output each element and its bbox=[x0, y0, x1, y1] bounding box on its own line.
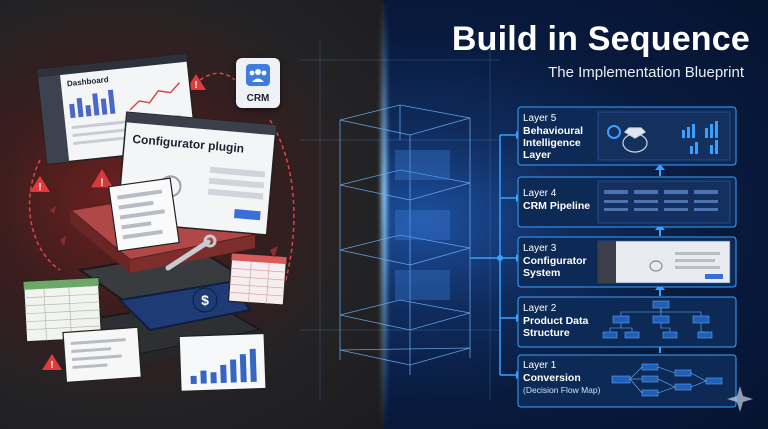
form-document bbox=[108, 177, 180, 252]
svg-text:!: ! bbox=[100, 177, 104, 189]
page-subtitle: The Implementation Blueprint bbox=[548, 64, 744, 81]
crm-app-badge: CRM bbox=[236, 58, 280, 108]
layer-name: Structure bbox=[523, 327, 570, 339]
chaos-illustration: ! ! ! ! Dashboard Configurator plugin bbox=[22, 52, 295, 392]
layer-name: Layer bbox=[523, 149, 552, 161]
layer-card-1 bbox=[517, 354, 737, 408]
layer-subtitle: (Decision Flow Map) bbox=[523, 385, 601, 395]
layer-number: Layer 3 bbox=[523, 243, 557, 254]
svg-text:Dashboard: Dashboard bbox=[67, 75, 110, 88]
layer-number: Layer 2 bbox=[523, 303, 557, 314]
invoice-document bbox=[62, 326, 142, 384]
layer-number: Layer 4 bbox=[523, 188, 557, 199]
warning-triangle-icon: ! bbox=[42, 354, 62, 371]
layer-name: CRM Pipeline bbox=[523, 200, 591, 212]
sparkle-icon bbox=[727, 386, 753, 412]
wrench-icon bbox=[165, 234, 217, 271]
layer-number: Layer 5 bbox=[523, 113, 557, 124]
layer-5-label: Layer 5 Behavioural Intelligence Layer bbox=[523, 113, 613, 161]
layer-2-label: Layer 2 Product Data Structure bbox=[523, 303, 613, 339]
layer-card-5 bbox=[517, 106, 737, 166]
layer-card-2 bbox=[517, 296, 737, 348]
page-title: Build in Sequence bbox=[451, 20, 750, 58]
warning-triangle-icon: ! bbox=[186, 74, 206, 91]
svg-text:!: ! bbox=[50, 360, 53, 371]
broken-shards bbox=[50, 206, 278, 258]
layer-card-4 bbox=[517, 176, 737, 228]
layer-card-3 bbox=[517, 236, 737, 288]
layer-name: Intelligence bbox=[523, 137, 581, 149]
layer-3-label: Layer 3 Configurator System bbox=[523, 243, 613, 279]
dollar-icon: $ bbox=[192, 287, 218, 313]
layer-name: Configurator bbox=[523, 255, 587, 267]
layer-number: Layer 1 bbox=[523, 360, 557, 371]
ring-icon bbox=[622, 127, 648, 153]
svg-text:!: ! bbox=[194, 80, 197, 91]
bar-chart-card bbox=[178, 332, 267, 392]
svg-text:!: ! bbox=[38, 182, 41, 193]
crm-label: CRM bbox=[246, 93, 270, 104]
warning-triangle-icon: ! bbox=[30, 176, 50, 193]
spreadsheet-document bbox=[227, 252, 288, 306]
layer-name: Product Data bbox=[523, 315, 589, 327]
warning-triangle-icon: ! bbox=[89, 167, 115, 189]
dollar-sign: $ bbox=[201, 292, 209, 308]
people-icon bbox=[246, 64, 270, 86]
layer-name: Conversion bbox=[523, 372, 581, 384]
layer-1-label: Layer 1 Conversion (Decision Flow Map) bbox=[523, 360, 613, 396]
spreadsheet-document bbox=[22, 277, 103, 343]
layer-name: System bbox=[523, 267, 561, 279]
glowing-divider bbox=[381, 0, 387, 429]
layer-name: Behavioural bbox=[523, 125, 584, 137]
layer-connectors bbox=[470, 134, 516, 376]
layer-4-label: Layer 4 CRM Pipeline bbox=[523, 188, 613, 212]
